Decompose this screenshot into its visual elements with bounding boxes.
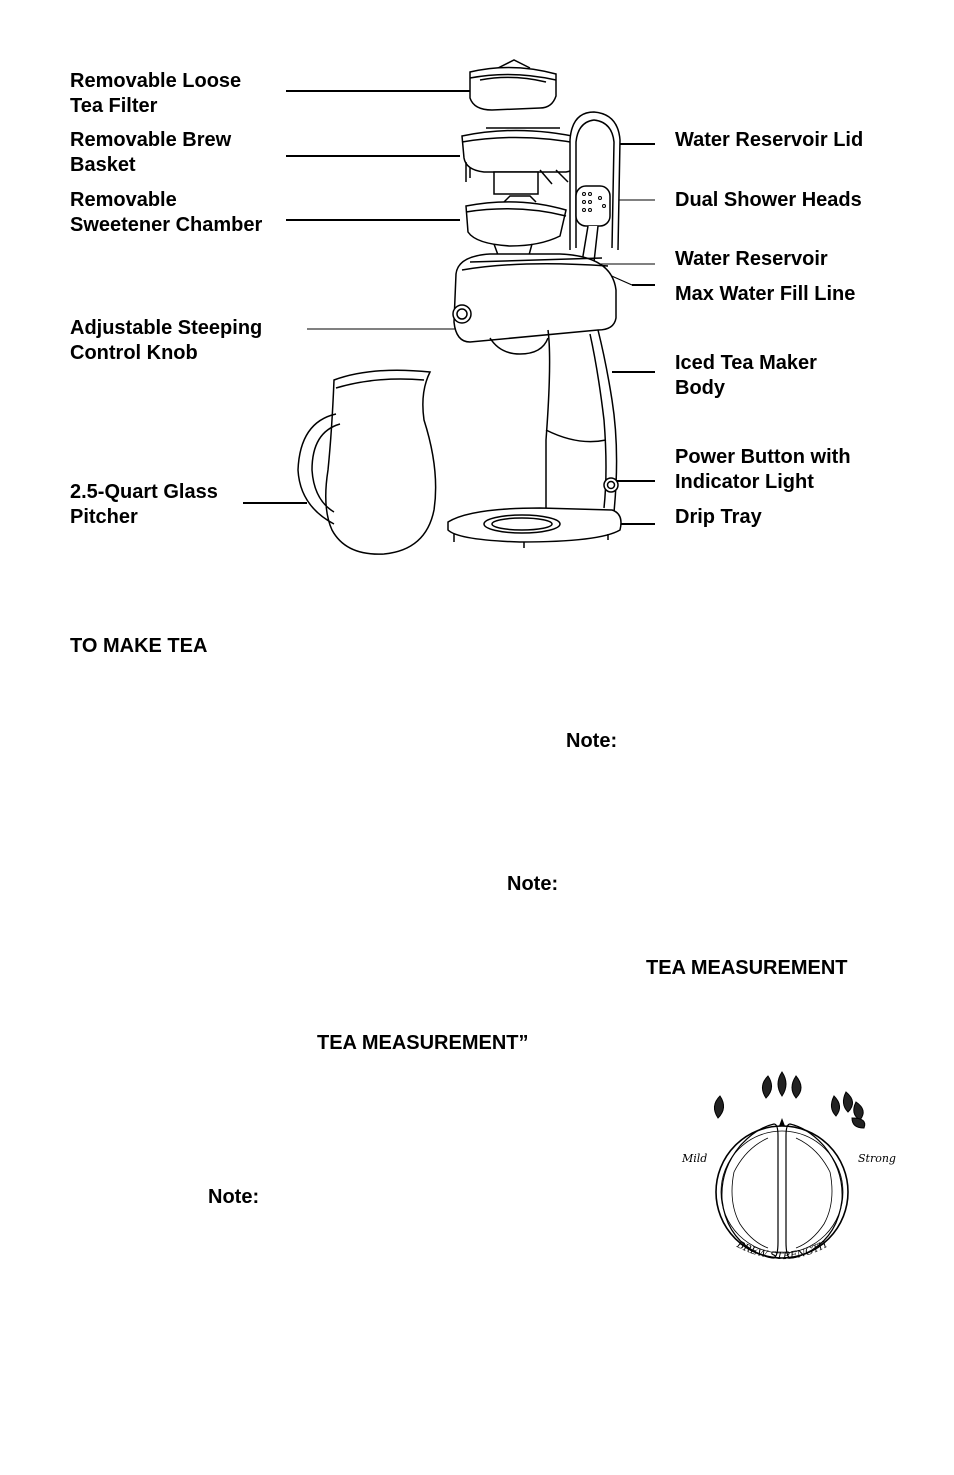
- leaf-icon: [762, 1072, 801, 1098]
- leaf-icon: [831, 1092, 864, 1128]
- label-max-fill-line: Max Water Fill Line: [675, 282, 855, 307]
- dial-label-strong: Strong: [858, 1152, 896, 1165]
- loose-tea-filter-drawing: [470, 60, 556, 110]
- section-title: TO MAKE TEA: [70, 635, 207, 658]
- tea-measurement-heading: TEA MEASUREMENT: [646, 957, 847, 980]
- note-label: Note:: [566, 730, 617, 753]
- reservoir-lid-drawing: [570, 112, 620, 262]
- glass-pitcher-drawing: [298, 370, 436, 554]
- brew-basket-drawing: [462, 128, 582, 194]
- note-label: Note:: [208, 1186, 259, 1209]
- pointer-icon: [779, 1118, 785, 1126]
- label-water-reservoir: Water Reservoir: [675, 247, 828, 272]
- brew-strength-dial: Mild Strong BREW STRENGTH: [668, 1062, 908, 1282]
- dial-label-mild: Mild: [681, 1152, 707, 1165]
- tea-measurement-reference: TEA MEASUREMENT”: [317, 1032, 528, 1055]
- maker-body-drawing: [448, 254, 621, 548]
- note-label: Note:: [507, 873, 558, 896]
- label-reservoir-lid: Water Reservoir Lid: [675, 128, 863, 153]
- leaf-icon: [714, 1096, 723, 1118]
- label-shower-heads: Dual Shower Heads: [675, 188, 862, 213]
- label-drip-tray: Drip Tray: [675, 505, 762, 530]
